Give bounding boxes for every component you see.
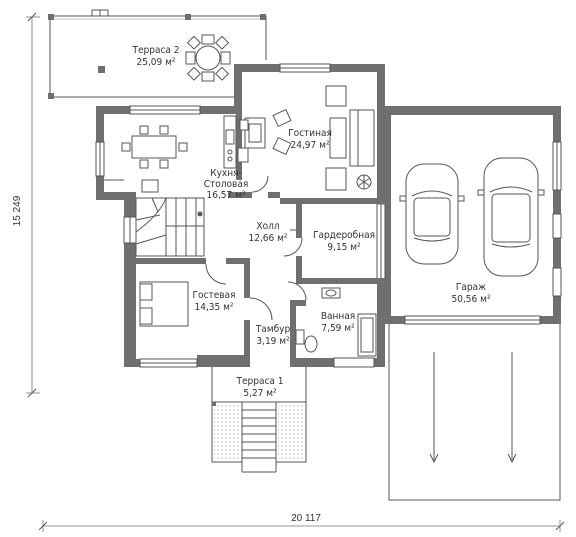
guest-area: 14,35 м²	[195, 302, 234, 313]
car-right-icon	[477, 157, 545, 277]
kitchen-name: Кухня-	[210, 168, 242, 179]
terrace-2-area: 25,09 м²	[137, 57, 176, 68]
living-furniture	[244, 85, 375, 191]
dimension-lines	[26, 12, 565, 532]
terrace-2-name: Терраса 2	[131, 45, 179, 56]
terrace-2-outline	[48, 9, 267, 99]
dimension-height-label: 15 249	[12, 195, 23, 226]
vestibule-area: 3,19 м²	[256, 336, 290, 347]
hall-area: 12,66 м²	[249, 233, 288, 244]
garage-cars	[399, 157, 545, 277]
windows	[95, 63, 562, 368]
guest-name: Гостевая	[193, 290, 236, 301]
guest-furniture	[139, 281, 189, 327]
dimension-width-label: 20 117	[291, 513, 321, 524]
car-left-icon	[399, 163, 465, 265]
bathroom-name: Ванная	[321, 311, 355, 322]
garage-area: 50,56 м²	[452, 294, 491, 305]
terrace-1	[211, 367, 307, 473]
wardrobe-area: 9,15 м²	[327, 242, 361, 253]
garage-name: Гараж	[456, 282, 486, 293]
living-name: Гостиная	[288, 128, 332, 139]
hall-name: Холл	[256, 221, 279, 232]
staircase	[135, 197, 205, 257]
room-labels: Терраса 2 25,09 м² Гостиная 24,97 м² Кух…	[131, 45, 490, 399]
driveway	[388, 324, 561, 501]
kitchen-name-2: Столовая	[204, 179, 249, 190]
terrace-1-name: Терраса 1	[235, 376, 283, 387]
terrace-1-area: 5,27 м²	[243, 388, 277, 399]
living-area: 24,97 м²	[291, 140, 330, 151]
kitchen-area: 16,57 м²	[207, 190, 246, 201]
kitchen-furniture	[104, 115, 249, 193]
doors	[205, 175, 307, 321]
bathroom-area: 7,59 м²	[321, 323, 355, 334]
wardrobe-name: Гардеробная	[313, 229, 375, 241]
interior-walls	[136, 114, 385, 367]
bathroom-fixtures	[295, 287, 377, 357]
vestibule-name: Тамбур	[255, 323, 291, 335]
